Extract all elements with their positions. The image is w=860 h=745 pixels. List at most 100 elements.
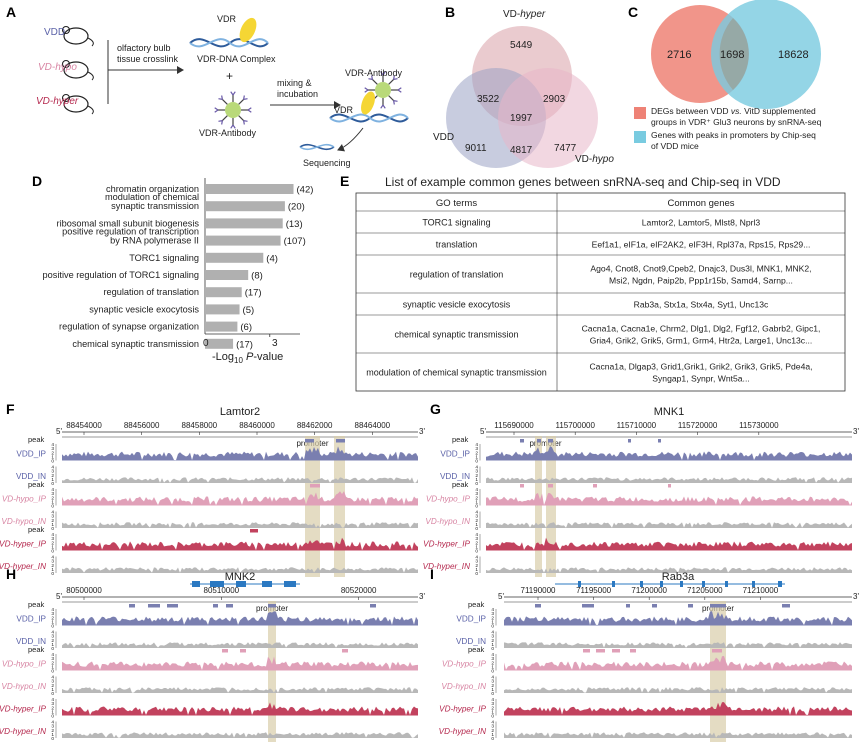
track-scale-tick: 4 bbox=[51, 510, 54, 516]
track-scale-tick: 0 bbox=[51, 459, 54, 465]
track-scale-tick: 4 bbox=[475, 487, 478, 493]
panel-label-i: I bbox=[430, 566, 434, 582]
peak-mark bbox=[342, 649, 348, 653]
track-scale-tick: 1 bbox=[491, 642, 494, 648]
track-scale-tick: 3 bbox=[475, 536, 478, 542]
peak-label: peak bbox=[28, 435, 45, 444]
category-label: synaptic vesicle exocytosis bbox=[89, 304, 199, 314]
track-scale-tick: 4 bbox=[491, 697, 494, 703]
mouse-icon bbox=[61, 25, 94, 47]
count-label: (42) bbox=[297, 185, 314, 196]
track-scale-tick: 4 bbox=[475, 510, 478, 516]
track-scale-tick: 2 bbox=[491, 615, 494, 621]
track-scale-tick: 4 bbox=[475, 442, 478, 448]
category-label: positive regulation of TORC1 signaling bbox=[43, 270, 199, 280]
exon bbox=[612, 581, 615, 587]
track-scale-tick: 1 bbox=[51, 499, 54, 505]
panel-label-a: A bbox=[6, 4, 16, 20]
track-scale-tick: 2 bbox=[475, 450, 478, 456]
go-term-cell: synaptic vesicle exocytosis bbox=[403, 300, 511, 310]
peak-mark bbox=[630, 649, 636, 653]
track-label: VD-hypo_IP bbox=[442, 660, 487, 669]
gene-title: Lamtor2 bbox=[220, 406, 260, 418]
track-label: VD-hyper_IP bbox=[0, 540, 47, 549]
track-scale-tick: 2 bbox=[51, 473, 54, 479]
track-scale-tick: 4 bbox=[491, 607, 494, 613]
track-scale-tick: 2 bbox=[51, 728, 54, 734]
table-header-go: GO terms bbox=[436, 198, 477, 209]
track-scale-tick: 3 bbox=[475, 446, 478, 452]
peak-mark bbox=[626, 604, 630, 608]
track-label: VD-hypo_IN bbox=[1, 517, 46, 526]
track-scale-tick: 2 bbox=[51, 638, 54, 644]
five-prime-label: 5' bbox=[480, 427, 486, 436]
track-scale-tick: 2 bbox=[51, 540, 54, 546]
panel-label-c: C bbox=[628, 4, 638, 20]
three-prime-label: 3' bbox=[853, 592, 859, 601]
signal-track bbox=[486, 537, 852, 551]
exon bbox=[680, 581, 683, 587]
signal-track bbox=[62, 732, 418, 738]
track-scale-tick: 2 bbox=[51, 450, 54, 456]
track-scale-tick: 2 bbox=[475, 473, 478, 479]
signal-track bbox=[486, 493, 852, 506]
mouse-icon bbox=[61, 59, 94, 81]
signal-track bbox=[504, 687, 852, 693]
five-prime-label: 5' bbox=[498, 592, 504, 601]
track-label: VDD_IP bbox=[440, 450, 470, 459]
signal-track bbox=[486, 522, 852, 528]
track-scale-tick: 3 bbox=[51, 724, 54, 730]
track-scale-tick: 4 bbox=[475, 465, 478, 471]
track-scale-tick: 0 bbox=[475, 571, 478, 577]
coord-tick-label: 71190000 bbox=[521, 586, 557, 595]
peak-mark bbox=[593, 484, 597, 488]
peak-label: peak bbox=[28, 525, 45, 534]
signal-track bbox=[504, 642, 852, 648]
table-header-genes: Common genes bbox=[667, 198, 734, 209]
track-scale-tick: 2 bbox=[491, 705, 494, 711]
track-scale-tick: 0 bbox=[51, 646, 54, 652]
track-scale-tick: 4 bbox=[51, 720, 54, 726]
track-scale-tick: 3 bbox=[51, 634, 54, 640]
track-scale-tick: 3 bbox=[51, 469, 54, 475]
track-scale-tick: 0 bbox=[491, 624, 494, 630]
track-scale-tick: 3 bbox=[491, 724, 494, 730]
category-label: by RNA polymerase II bbox=[110, 236, 199, 246]
track-scale-tick: 2 bbox=[491, 660, 494, 666]
go-term-cell: chemical synaptic transmission bbox=[394, 330, 518, 340]
coord-tick-label: 115700000 bbox=[555, 421, 595, 430]
track-scale-tick: 4 bbox=[491, 720, 494, 726]
legend-chip-line2: of VDD mice bbox=[651, 141, 699, 151]
exon bbox=[778, 581, 782, 587]
track-scale-tick: 2 bbox=[491, 683, 494, 689]
peak-label: peak bbox=[468, 645, 485, 654]
track-label: VDD_IP bbox=[16, 615, 46, 624]
track-scale-tick: 3 bbox=[51, 559, 54, 565]
peak-mark bbox=[250, 529, 258, 533]
count-label: (5) bbox=[243, 305, 255, 316]
track-scale-tick: 0 bbox=[51, 571, 54, 577]
exon bbox=[725, 581, 728, 587]
x-tick-3: 3 bbox=[272, 338, 278, 349]
genes-cell: Cacna1a, Dlgap3, Grid1,Grik1, Grik2, Gri… bbox=[589, 362, 812, 372]
track-scale-tick: 3 bbox=[51, 611, 54, 617]
peak-mark bbox=[520, 439, 524, 443]
panel-b: B VD-hyper VDD VD-hypo 5449 3522 2903 19… bbox=[433, 4, 614, 168]
track-scale-tick: 3 bbox=[491, 611, 494, 617]
signal-track bbox=[62, 537, 418, 551]
promoter-highlight bbox=[334, 436, 345, 577]
track-scale-tick: 0 bbox=[491, 691, 494, 697]
track-scale-tick: 1 bbox=[51, 544, 54, 550]
three-prime-label: 3' bbox=[853, 427, 859, 436]
track-scale-tick: 1 bbox=[51, 664, 54, 670]
bar bbox=[205, 321, 238, 332]
step-crosslink-1: olfactory bulb bbox=[117, 43, 171, 53]
coord-tick-label: 88462000 bbox=[297, 421, 333, 430]
track-scale-tick: 3 bbox=[51, 656, 54, 662]
group-label-vdd: VDD bbox=[44, 27, 65, 38]
track-scale-tick: 0 bbox=[491, 646, 494, 652]
track-scale-tick: 4 bbox=[51, 487, 54, 493]
venn-label-vd-hypo: VD-hypo bbox=[575, 154, 614, 165]
track-label: VD-hypo_IP bbox=[2, 660, 47, 669]
